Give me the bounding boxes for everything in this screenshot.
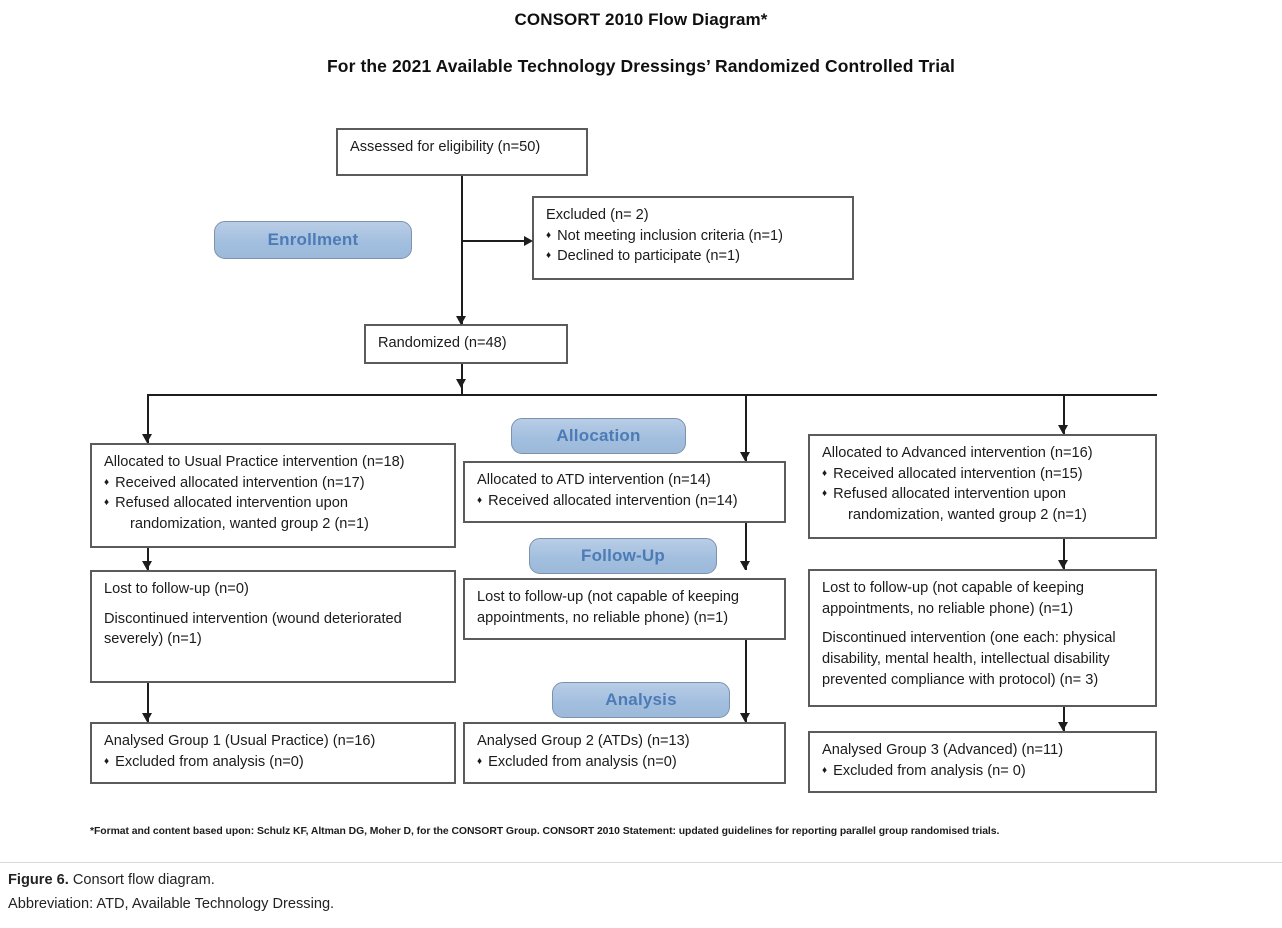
box-followup-advanced: Lost to follow-up (not capable of keepin…: [808, 569, 1157, 707]
figure-caption: Figure 6. Consort flow diagram.: [8, 872, 215, 888]
figure-footnote: *Format and content based upon: Schulz K…: [90, 826, 1000, 837]
alloc-left-bullet-1: Received allocated intervention (n=17): [104, 473, 444, 494]
figure-caption-label: Figure 6.: [8, 872, 69, 888]
connector-assessed-to-randomized: [461, 176, 463, 324]
connector-follow-left-to-analysis: [147, 683, 149, 722]
connector-follow-mid-to-analysis: [745, 640, 747, 722]
arrow-into-follow-mid: [740, 561, 750, 570]
alloc-left-line-1: Allocated to Usual Practice intervention…: [104, 454, 405, 470]
follow-right-spacer: [822, 619, 1145, 628]
analysis-left-bullet-1: Excluded from analysis (n=0): [104, 752, 444, 773]
stage-label-analysis: Analysis: [552, 682, 730, 718]
analysis-mid-line-1: Analysed Group 2 (ATDs) (n=13): [477, 733, 690, 749]
follow-left-line-2: Discontinued intervention (wound deterio…: [104, 610, 402, 627]
connector-split-to-left: [147, 394, 149, 443]
box-excluded: Excluded (n= 2) Not meeting inclusion cr…: [532, 196, 854, 280]
follow-mid-line-1: Lost to follow-up (not capable of keepin…: [477, 589, 740, 605]
randomized-line-1: Randomized (n=48): [378, 335, 507, 351]
excluded-bullet-1: Not meeting inclusion criteria (n=1): [546, 226, 842, 247]
follow-mid-line-2: appointments, no reliable phone) (n=1): [477, 609, 729, 626]
box-assessed-for-eligibility: Assessed for eligibility (n=50): [336, 128, 588, 176]
analysis-right-bullet-1: Excluded from analysis (n= 0): [822, 761, 1145, 782]
excluded-bullet-2: Declined to participate (n=1): [546, 246, 842, 267]
assessed-line-1: Assessed for eligibility (n=50): [350, 139, 541, 155]
excluded-line-1: Excluded (n= 2): [546, 207, 649, 223]
connector-alloc-left-to-follow: [147, 548, 149, 570]
connector-follow-right-to-analysis: [1063, 707, 1065, 731]
alloc-right-line-1: Allocated to Advanced intervention (n=16…: [822, 445, 1093, 461]
box-analysed-group-2: Analysed Group 2 (ATDs) (n=13) Excluded …: [463, 722, 786, 784]
arrow-into-alloc-right: [1058, 425, 1068, 434]
box-allocated-advanced: Allocated to Advanced intervention (n=16…: [808, 434, 1157, 539]
box-randomized: Randomized (n=48): [364, 324, 568, 364]
follow-right-line-2: appointments, no reliable phone) (n=1): [822, 600, 1074, 617]
arrow-into-follow-left: [142, 561, 152, 570]
page-title: CONSORT 2010 Flow Diagram*: [514, 10, 768, 29]
alloc-mid-line-1: Allocated to ATD intervention (n=14): [477, 472, 711, 488]
connector-split-to-right: [1063, 394, 1065, 434]
box-allocated-atd: Allocated to ATD intervention (n=14) Rec…: [463, 461, 786, 523]
follow-right-line-5: prevented compliance with protocol) (n= …: [822, 671, 1099, 688]
arrow-into-analysis-right: [1058, 722, 1068, 731]
arrow-into-analysis-mid: [740, 713, 750, 722]
arrow-into-excluded: [524, 236, 533, 246]
connector-split-bar: [147, 394, 1157, 396]
analysis-right-line-1: Analysed Group 3 (Advanced) (n=11): [822, 742, 1064, 758]
figure-caption-text: Consort flow diagram.: [68, 872, 215, 888]
arrow-randomized-split: [456, 379, 466, 388]
alloc-right-bullet-1: Received allocated intervention (n=15): [822, 464, 1145, 485]
alloc-right-bullet-2: Refused allocated intervention upon: [822, 484, 1145, 505]
follow-right-line-4: disability, mental health, intellectual …: [822, 651, 1110, 668]
arrow-into-randomized: [456, 316, 466, 325]
box-analysed-group-3: Analysed Group 3 (Advanced) (n=11) Exclu…: [808, 731, 1157, 793]
analysis-mid-bullet-1: Excluded from analysis (n=0): [477, 752, 774, 773]
analysis-left-line-1: Analysed Group 1 (Usual Practice) (n=16): [104, 733, 376, 749]
follow-left-spacer: [104, 600, 444, 609]
arrow-into-alloc-mid: [740, 452, 750, 461]
box-followup-usual-practice: Lost to follow-up (n=0) Discontinued int…: [90, 570, 456, 683]
stage-label-followup: Follow-Up: [529, 538, 717, 574]
connector-split-to-mid: [745, 394, 747, 461]
box-allocated-usual-practice: Allocated to Usual Practice intervention…: [90, 443, 456, 548]
alloc-right-bullet-2-continued: randomization, wanted group 2 (n=1): [848, 507, 1087, 524]
connector-to-excluded: [461, 240, 527, 242]
box-followup-atd: Lost to follow-up (not capable of keepin…: [463, 578, 786, 640]
box-analysed-group-1: Analysed Group 1 (Usual Practice) (n=16)…: [90, 722, 456, 784]
follow-left-line-3: severely) (n=1): [104, 631, 202, 648]
stage-label-enrollment: Enrollment: [214, 221, 412, 259]
alloc-left-bullet-2: Refused allocated intervention upon: [104, 493, 444, 514]
connector-alloc-right-to-follow: [1063, 539, 1065, 569]
figure-abbreviation: Abbreviation: ATD, Available Technology …: [8, 896, 335, 912]
connector-alloc-mid-to-follow: [745, 523, 747, 570]
caption-divider: [0, 862, 1282, 863]
arrow-into-alloc-left: [142, 434, 152, 443]
follow-left-line-1: Lost to follow-up (n=0): [104, 581, 249, 597]
page-subtitle: For the 2021 Available Technology Dressi…: [327, 56, 955, 76]
arrow-into-analysis-left: [142, 713, 152, 722]
stage-label-allocation: Allocation: [511, 418, 686, 454]
follow-right-line-3: Discontinued intervention (one each: phy…: [822, 630, 1116, 647]
alloc-left-bullet-2-continued: randomization, wanted group 2 (n=1): [130, 516, 369, 533]
arrow-into-follow-right: [1058, 560, 1068, 569]
follow-right-line-1: Lost to follow-up (not capable of keepin…: [822, 580, 1085, 596]
alloc-mid-bullet-1: Received allocated intervention (n=14): [477, 491, 774, 512]
